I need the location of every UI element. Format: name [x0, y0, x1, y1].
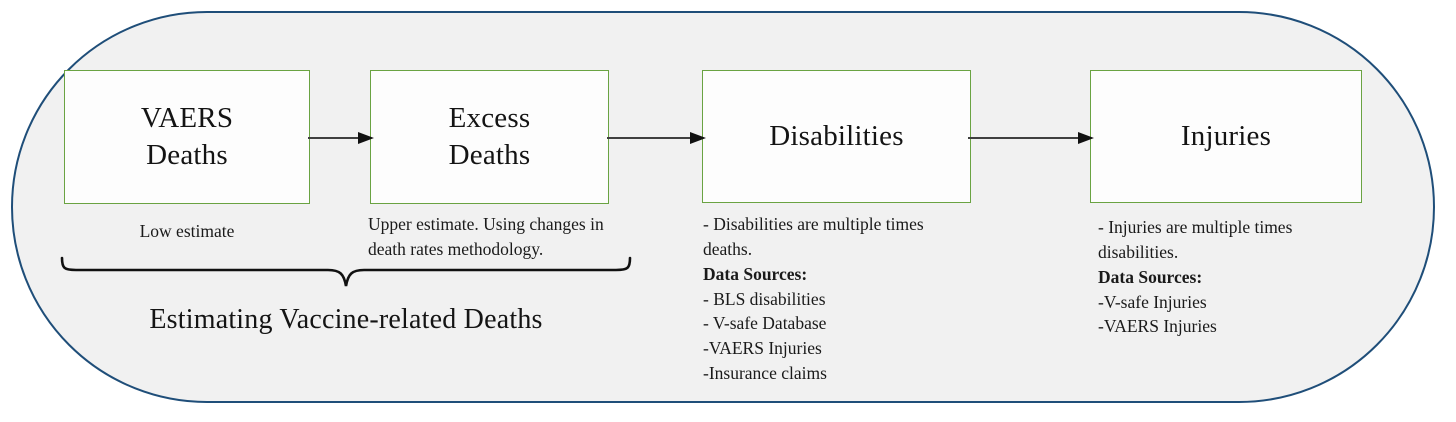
caption-line: -V-safe Injuries	[1098, 291, 1207, 312]
arrow-icon-disabilities-to-injuries	[968, 132, 1094, 144]
caption-line: - Disabilities are multiple times	[703, 214, 924, 234]
caption-line: -VAERS Injuries	[703, 338, 822, 359]
caption-vaers-deaths: Low estimate	[64, 219, 310, 244]
caption-line: Upper estimate. Using changes in	[368, 214, 604, 234]
process-box-disabilities[interactable]: Disabilities	[702, 70, 971, 203]
process-box-injuries[interactable]: Injuries	[1090, 70, 1362, 203]
caption-line: Low estimate	[139, 221, 235, 241]
box-label: Injuries	[1180, 119, 1272, 152]
box-label: Disabilities	[769, 119, 904, 152]
caption-disabilities: - Disabilities are multiple times deaths…	[703, 212, 993, 386]
caption-line: -VAERS Injuries	[1098, 316, 1217, 337]
brace-label: Estimating Vaccine-related Deaths	[149, 304, 543, 335]
caption-line: - BLS disabilities	[703, 288, 826, 309]
caption-injuries: - Injuries are multiple times disabiliti…	[1098, 215, 1398, 339]
caption-line-data-sources: Data Sources:	[1098, 266, 1203, 287]
curly-brace-icon	[60, 256, 632, 287]
caption-line: - Injuries are multiple times	[1098, 217, 1293, 237]
caption-line: -Insurance claims	[703, 363, 827, 384]
caption-line-data-sources: Data Sources:	[703, 263, 808, 284]
caption-line: death rates methodology.	[368, 238, 544, 259]
arrow-icon-vaers-to-excess	[308, 132, 374, 144]
arrow-icon-excess-to-disabilities	[607, 132, 706, 144]
caption-line: deaths.	[703, 238, 753, 259]
caption-line: - V-safe Database	[703, 313, 827, 334]
caption-line: disabilities.	[1098, 241, 1179, 262]
caption-excess-deaths: Upper estimate. Using changes in death r…	[368, 212, 658, 262]
